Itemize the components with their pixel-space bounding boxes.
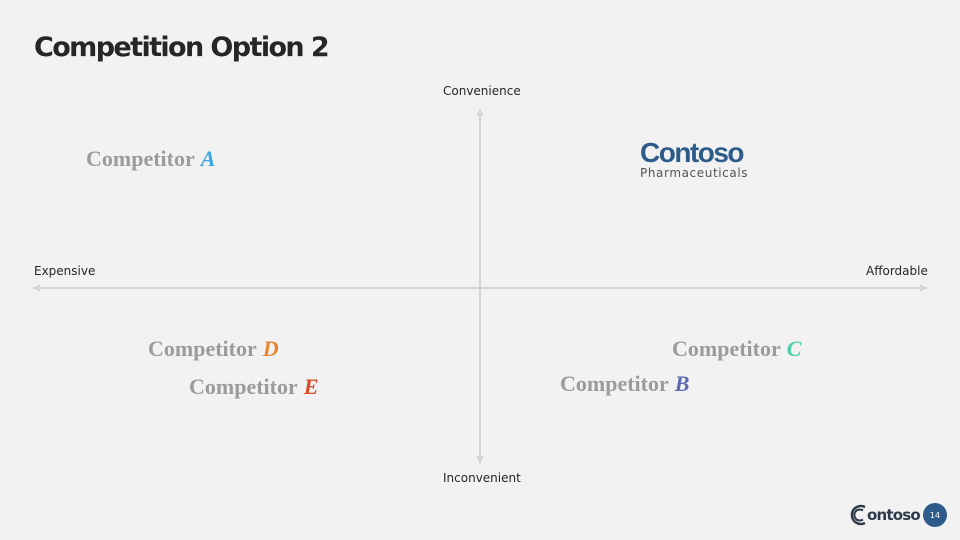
slide-title: Competition Option 2	[34, 32, 330, 63]
axis-label-bottom: Inconvenient	[443, 471, 521, 485]
footer-logo: ontoso	[848, 502, 921, 528]
competitor-a-name: Competitor	[86, 146, 195, 171]
axis-label-left: Expensive	[34, 264, 96, 278]
arrow-left	[32, 284, 40, 292]
contoso-tagline: Pharmaceuticals	[640, 166, 749, 180]
contoso-c-icon	[850, 504, 866, 526]
competitor-d-name: Competitor	[148, 336, 257, 361]
competitor-e-letter: E	[303, 374, 319, 399]
arrow-up	[476, 108, 484, 116]
competitor-c-name: Competitor	[672, 336, 781, 361]
competitor-b-name: Competitor	[560, 371, 669, 396]
contoso-logo: Contoso Pharmaceuticals	[640, 137, 749, 181]
competitor-e-name: Competitor	[189, 374, 298, 399]
competitor-d-letter: D	[262, 336, 279, 361]
page-number-badge: 14	[923, 503, 947, 527]
arrow-down	[476, 456, 484, 464]
contoso-name: Contoso	[640, 137, 745, 168]
axis-label-right: Affordable	[866, 264, 928, 278]
arrow-right	[920, 284, 928, 292]
competitor-c-letter: C	[786, 336, 802, 361]
footer-logo-text: ontoso	[867, 506, 921, 524]
competitor-a-letter: A	[200, 146, 216, 171]
axis-label-top: Convenience	[443, 84, 521, 98]
competitor-b-letter: B	[674, 371, 690, 396]
